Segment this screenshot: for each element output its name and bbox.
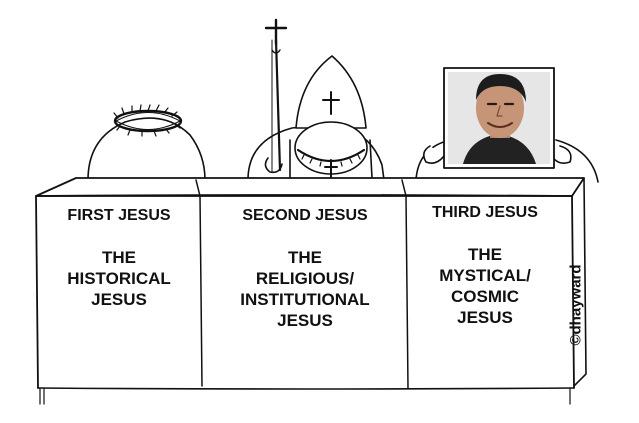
panel-first-line: JESUS: [91, 290, 147, 309]
panel-first: FIRST JESUS THE HISTORICAL JESUS: [44, 207, 194, 310]
panel-second-title: SECOND JESUS: [242, 207, 368, 224]
panel-first-line: HISTORICAL: [67, 269, 171, 288]
artist-credit-text: ©dhayward: [567, 264, 585, 346]
crown-of-thorns-icon: [113, 104, 183, 137]
panel-second-line: JESUS: [277, 311, 333, 330]
mitre-icon: [295, 55, 367, 129]
second-figure: [247, 18, 385, 181]
third-figure: [415, 67, 599, 183]
artist-credit: ©dhayward: [567, 245, 585, 365]
panel-second-line: THE: [288, 248, 322, 267]
panel-third-title: THIRD JESUS: [432, 204, 538, 221]
panel-second-body: THE RELIGIOUS/ INSTITUTIONAL JESUS: [208, 247, 402, 331]
panel-third-line: COSMIC: [451, 287, 519, 306]
first-figure: [87, 104, 206, 181]
crosier-icon: [264, 18, 288, 173]
panel-second: SECOND JESUS THE RELIGIOUS/ INSTITUTIONA…: [208, 207, 402, 331]
panel-second-line: RELIGIOUS/: [255, 269, 355, 288]
panel-third-line: THE: [468, 245, 502, 264]
panel-third-body: THE MYSTICAL/ COSMIC JESUS: [410, 244, 560, 328]
panel-third-line: JESUS: [457, 308, 513, 327]
panel-first-title: FIRST JESUS: [67, 207, 171, 224]
panel-second-line: INSTITUTIONAL: [240, 290, 370, 309]
panel-third-line: MYSTICAL/: [439, 266, 531, 285]
panel-third: THIRD JESUS THE MYSTICAL/ COSMIC JESUS: [410, 204, 560, 328]
panel-first-body: THE HISTORICAL JESUS: [44, 247, 194, 310]
panel-first-line: THE: [102, 248, 136, 267]
desk: [35, 177, 587, 405]
